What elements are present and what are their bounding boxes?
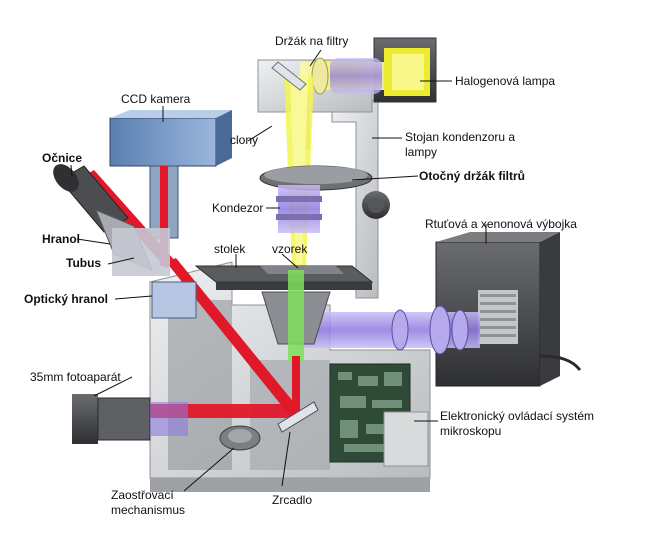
label-specimen: vzorek <box>272 242 308 256</box>
electronics-board <box>329 363 429 467</box>
label-tube: Tubus <box>66 256 102 270</box>
label-focus-mechanism: Zaostřovací mechanismus <box>111 488 186 517</box>
label-condenser: Kondezor <box>212 201 264 215</box>
eyepiece-tube <box>53 164 170 276</box>
rotating-filter-wheel <box>259 165 373 191</box>
label-stage: stolek <box>214 242 246 256</box>
stand-focus-knob <box>362 191 390 219</box>
condenser-lens-stack <box>276 185 322 233</box>
stage-plate <box>194 265 374 290</box>
label-filter-holder: Držák na filtry <box>275 34 349 48</box>
label-rotating-filter-holder: Otočný držák filtrů <box>419 169 526 183</box>
label-ccd-camera: CCD kamera <box>121 92 191 106</box>
mercury-xenon-lamp-housing <box>435 232 582 387</box>
leader-lines <box>70 49 487 492</box>
label-mirror: Zrcadlo <box>272 493 313 507</box>
halogen-beam <box>300 57 384 95</box>
label-eyepiece: Očnice <box>42 151 83 165</box>
label-mercury-xenon-lamp: Rtuťová a xenonová výbojka <box>425 217 577 231</box>
epi-illumination-beam <box>300 305 480 355</box>
label-camera-35mm: 35mm fotoaparát <box>30 370 121 384</box>
label-electronic-control: Elektronický ovládací systém mikroskopu <box>440 409 595 438</box>
camera-35mm <box>72 394 188 444</box>
focus-mechanism <box>219 425 261 451</box>
bottom-mirror <box>277 401 319 433</box>
label-condenser-stand: Stojan kondenzoru a lampy <box>405 130 516 159</box>
objective-turret <box>261 270 331 362</box>
label-optical-prism: Optický hranol <box>24 292 109 306</box>
label-apertures: clony <box>230 133 259 147</box>
halogen-lamp-housing <box>373 37 437 103</box>
label-prism: Hranol <box>42 232 81 246</box>
label-halogen-lamp: Halogenová lampa <box>455 74 556 88</box>
filter-holder-mirror <box>271 61 307 91</box>
optical-prism <box>151 281 197 319</box>
